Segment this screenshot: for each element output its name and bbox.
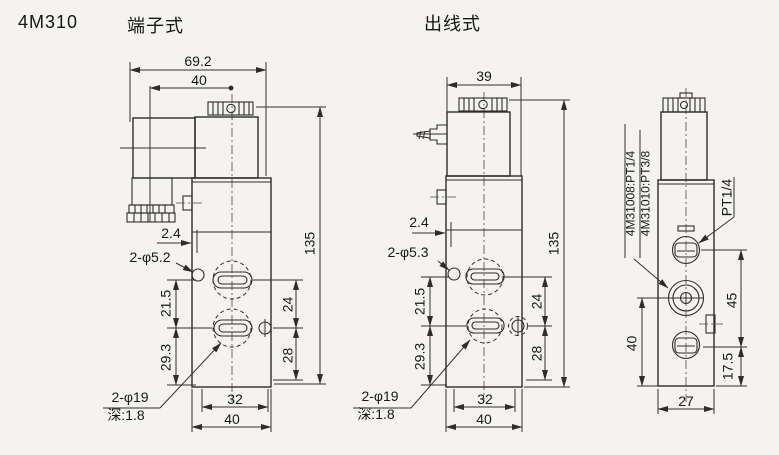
dim-base-width: 40 [224,411,240,427]
front-view-linework [624,88,747,414]
terminal-type-title: 端子式 [127,16,184,36]
model-title: 4M310 [18,12,79,32]
dim-21-5: 21.5 [157,289,174,318]
port-slot [465,268,505,285]
top-port-label: PT1/4 [718,178,735,217]
port-circle [467,308,503,344]
leadwire-view-linework [353,77,570,432]
port-slot [212,271,253,289]
ports-depth-label: 深:1.8 [107,407,145,423]
leadwire-valve-body [445,175,523,388]
mount-holes-leader [437,260,450,271]
port-circle [212,308,252,348]
front-valve-body [657,179,715,387]
terminal-valve-body [191,177,272,388]
dim-40: 40 [623,335,640,352]
top-port-leader [698,216,735,244]
model-port-label-2: 4M31010:PT3/8 [638,150,653,237]
ports-leader [159,342,222,409]
dim-24: 24 [528,293,545,310]
mount-holes-label: 2-φ5.2 [129,249,171,265]
front-coil [660,111,708,181]
mount-holes-label: 2-φ5.3 [387,244,429,260]
body-face-tab [677,225,695,232]
dim-plate: 2.4 [161,225,181,241]
dim-slot-span: 32 [477,391,493,407]
dim-plate: 2.4 [409,214,429,230]
mount-hole [447,267,461,281]
terminal-coil-nut [207,101,254,116]
dim-base-width: 40 [476,411,492,427]
mount-hole [191,268,205,282]
ports-label: 2-φ19 [361,388,399,404]
dim-height: 135 [545,231,562,256]
dim-28: 28 [279,347,296,364]
port-slot [466,317,505,334]
terminal-connector-neck [131,177,173,206]
ports-label: 2-φ19 [111,389,149,405]
dim-overall-width: 69.2 [184,53,212,69]
ports-depth-label: 深:1.8 [357,406,395,422]
dim-height: 135 [301,231,318,256]
terminal-view-linework [103,62,326,432]
dim-17-5: 17.5 [719,352,736,381]
dim-45: 45 [723,292,740,309]
model-port-leader [633,258,669,289]
leadwire-type-title: 出线式 [424,14,481,34]
ports-leader [410,339,471,409]
port-circle [466,258,504,296]
front-coil-nut [662,97,706,113]
leadwire-coil [446,111,511,177]
wire-tip [416,130,431,139]
dim-coil-width: 39 [476,68,492,84]
leadwire-coil-nut [458,97,508,112]
mount-holes-leader [175,262,194,273]
port-slot [213,319,253,337]
model-port-label-1: 4M31008:PT1/4 [623,150,638,237]
cable-gland-band [126,212,176,223]
bottom-port [671,330,701,360]
dim-slot-span: 32 [227,391,243,407]
dim-24: 24 [279,296,296,313]
cable-gland-band [128,204,175,214]
top-port [671,235,701,265]
dim-29-3: 29.3 [157,343,174,372]
dim-21-5: 21.5 [411,287,428,316]
dim-29-3: 29.3 [411,342,428,371]
dim-27: 27 [678,393,694,409]
dim-coil-offset: 40 [191,72,207,88]
dim-28: 28 [528,345,545,362]
